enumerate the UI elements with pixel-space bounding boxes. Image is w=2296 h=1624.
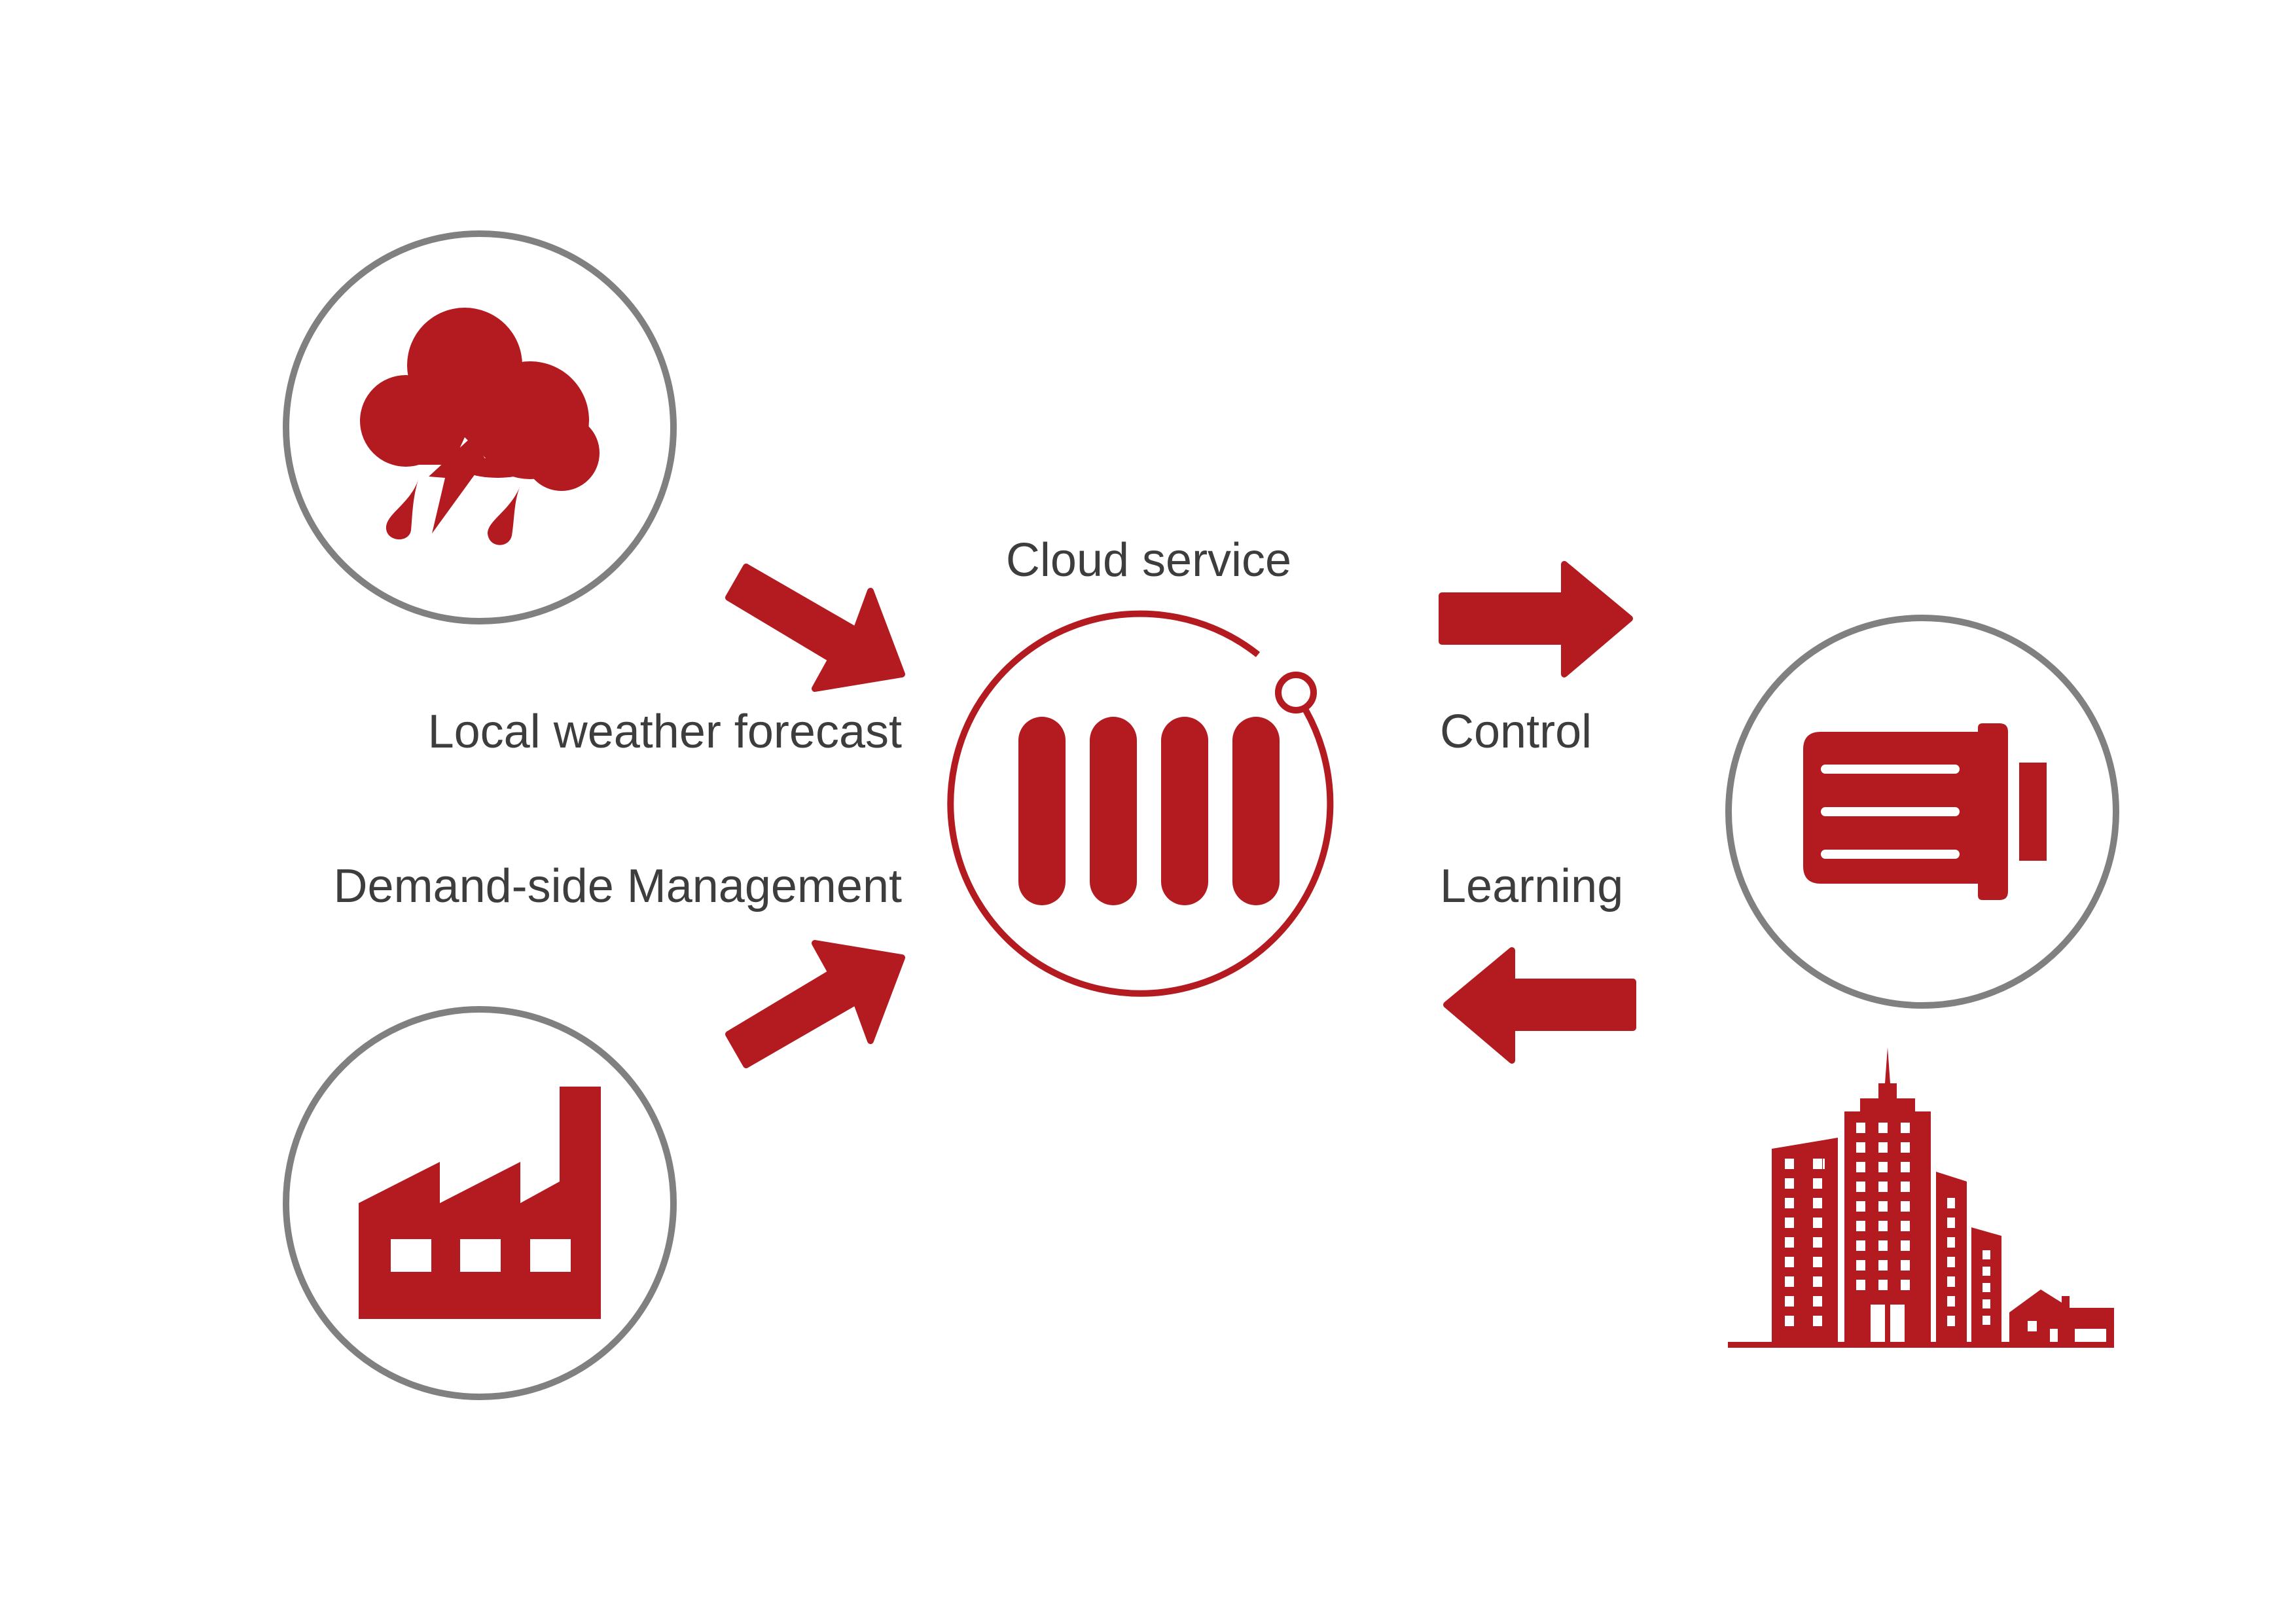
weather-circle — [283, 230, 677, 624]
cloud-service-hub: Cloud service — [947, 534, 1334, 997]
radiator-icon — [1803, 723, 2047, 900]
factory-node — [283, 1006, 677, 1400]
factory-window — [391, 1239, 431, 1272]
control-label: Control — [1440, 706, 1592, 758]
factory-to-hub-arrow — [725, 940, 905, 1068]
hub-ring-knob — [1275, 672, 1317, 713]
storm-cloud-icon — [360, 308, 600, 545]
factory-window — [460, 1239, 501, 1272]
demand-label: Demand-side Management — [334, 860, 902, 912]
radiator-hub-icon — [1018, 717, 1280, 905]
cloud-service-label: Cloud service — [1006, 534, 1291, 586]
learning-label: Learning — [1440, 860, 1623, 912]
factory-icon — [359, 1087, 601, 1319]
weather-label: Local weather forecast — [428, 706, 902, 758]
factory-window — [530, 1239, 571, 1272]
hub-ring — [947, 610, 1334, 997]
weather-to-hub-arrow — [725, 564, 905, 692]
city-buildings-icon — [1728, 1047, 2114, 1348]
weather-node — [283, 230, 677, 624]
radiator-node — [1725, 615, 2119, 1009]
factory-circle — [283, 1006, 677, 1400]
control-arrow — [1439, 561, 1633, 677]
learning-arrow — [1443, 947, 1636, 1064]
radiator-circle — [1725, 615, 2119, 1009]
